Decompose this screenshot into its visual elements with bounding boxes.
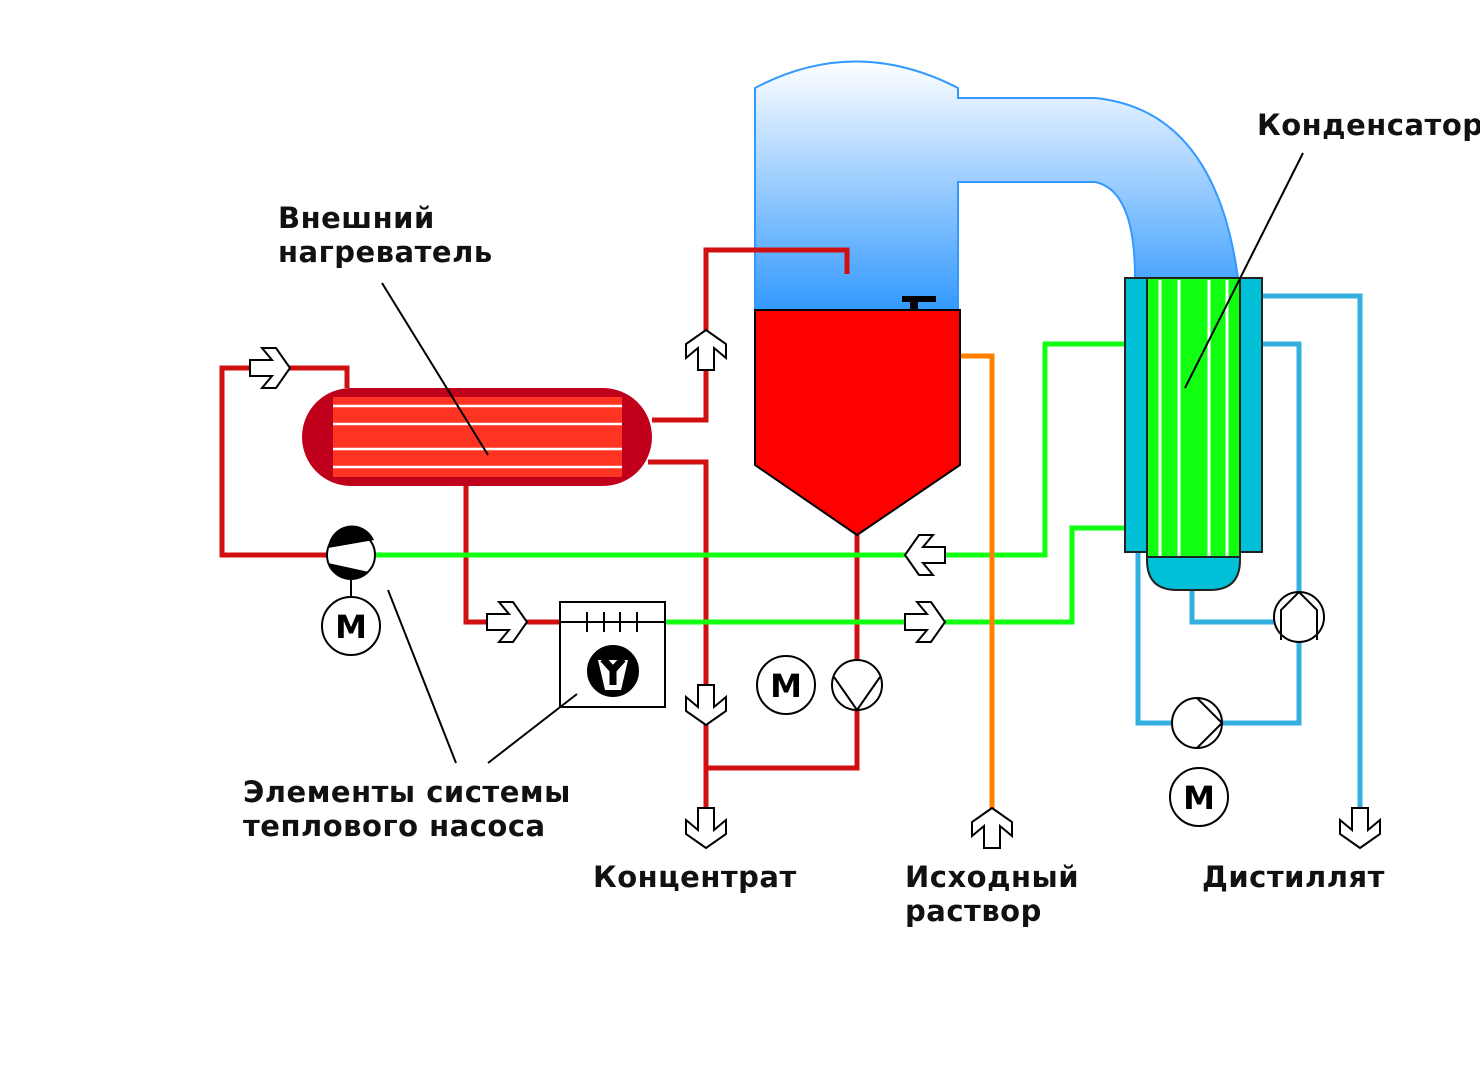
motor-icon: [321, 596, 1229, 827]
vapor-duct: [754, 60, 1240, 311]
condenser-label: Конденсатор: [1257, 108, 1480, 142]
condenser: [1124, 277, 1263, 591]
motor-label: M: [335, 608, 367, 646]
heat-pump-label: Элементы системы теплового насоса: [243, 775, 571, 843]
feed-pipe: [960, 353, 995, 815]
compressor-icon: [326, 525, 376, 597]
feed-label: Исходный раствор: [905, 860, 1079, 928]
heater-label-line: нагреватель: [278, 235, 493, 269]
coolant-pipes: [375, 341, 1125, 625]
feed-label-line: раствор: [905, 894, 1042, 928]
distillate-pump-icon: [1273, 590, 1325, 643]
heat-pump-label-line: Элементы системы: [243, 775, 571, 809]
motor-label: M: [770, 667, 802, 705]
leader-lines: [381, 152, 1304, 764]
heat-pump-unit: [559, 601, 666, 708]
heater-label-line: Внешний: [278, 201, 435, 235]
feed-label-line: Исходный: [905, 860, 1080, 894]
concentrate-label: Концентрат: [593, 860, 797, 894]
concentrate-pump-icon: [831, 659, 883, 712]
heat-pump-label-line: теплового насоса: [243, 809, 546, 843]
level-sensor-icon: [902, 296, 936, 309]
heater-label: Внешний нагреватель: [278, 201, 493, 269]
distillate-label: Дистиллят: [1202, 860, 1385, 894]
motor-label: M: [1183, 779, 1215, 817]
reflux-pump-icon: [1171, 697, 1224, 749]
evaporator-tank: [754, 309, 961, 537]
distillate-pipes: [1135, 293, 1363, 815]
